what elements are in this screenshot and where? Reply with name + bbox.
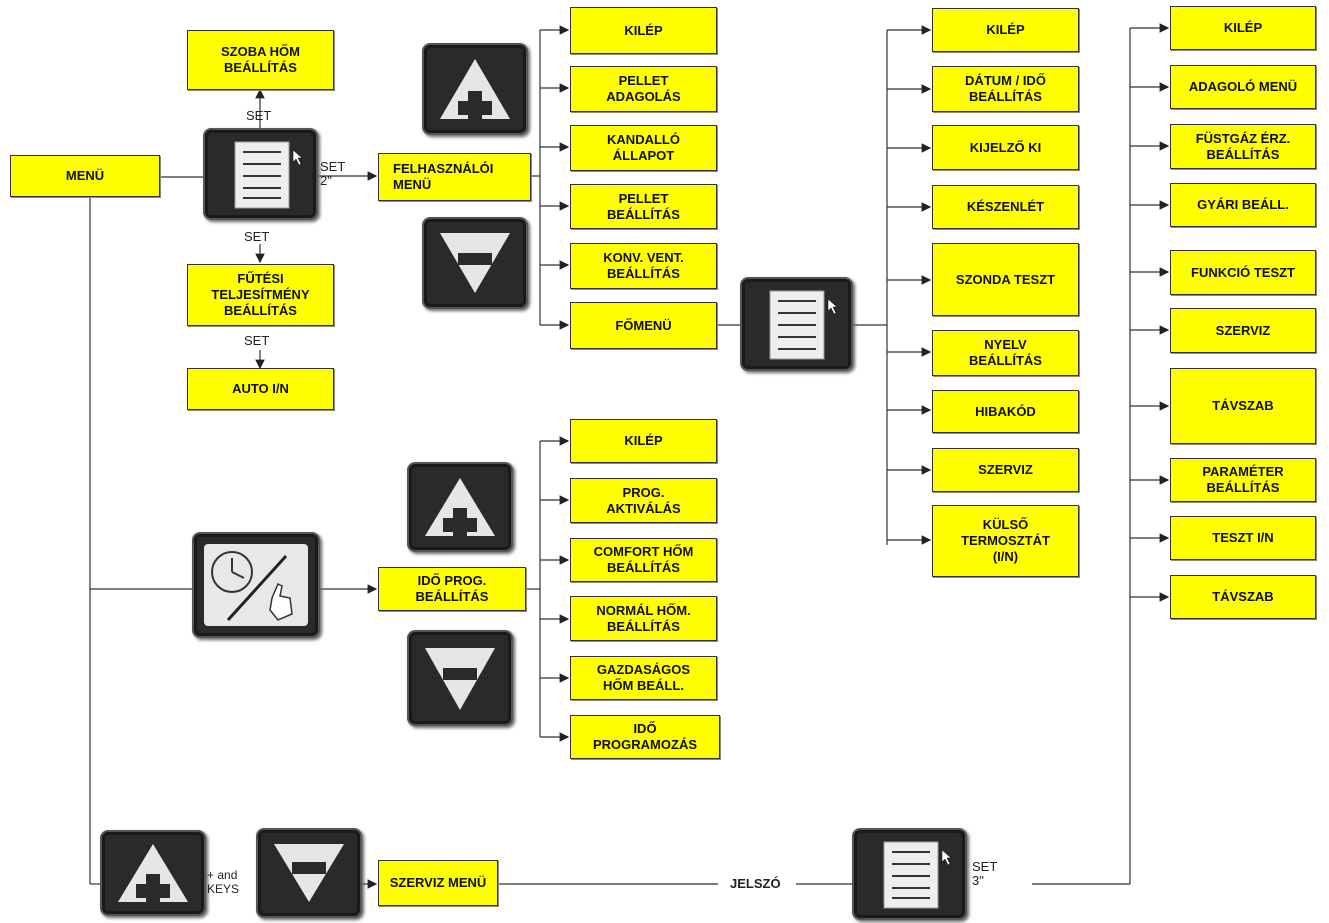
service-teszt-in: TESZT I/N (1170, 516, 1316, 560)
service-adagolo-menu: ADAGOLÓ MENÜ (1170, 65, 1316, 109)
menu-node: MENÜ (10, 155, 160, 197)
menu-display-icon (234, 141, 303, 209)
user-kilep: KILÉP (570, 7, 717, 54)
menu-key-panel[interactable] (203, 128, 318, 220)
jelszo-label: JELSZÓ (728, 876, 783, 891)
clock-hand-icon (204, 544, 308, 626)
service-tavszab-2: TÁVSZAB (1170, 575, 1316, 619)
felhasznaloi-menu-node: FELHASZNÁLÓI MENÜ (378, 153, 531, 201)
minus-key-panel-1[interactable] (422, 217, 528, 309)
ido-prog-node: IDŐ PROG. BEÁLLÍTÁS (378, 567, 526, 611)
set-label-down2: SET (244, 333, 270, 348)
main-szerviz: SZERVIZ (932, 448, 1079, 492)
menu-key-panel-3[interactable] (852, 828, 967, 920)
menu-display-icon-2 (769, 290, 838, 360)
minus-key-panel-2[interactable] (407, 630, 513, 726)
service-fustgaz: FÜSTGÁZ ÉRZ. BEÁLLÍTÁS (1170, 124, 1316, 169)
set-3s-label: SET 3" (972, 859, 998, 888)
time-prog-aktivalas: PROG. AKTIVÁLÁS (570, 478, 717, 523)
set-label-down: SET (244, 229, 270, 244)
main-datum-ido: DÁTUM / IDŐ BEÁLLÍTÁS (932, 66, 1079, 112)
plus-key-panel-2[interactable] (407, 462, 513, 552)
main-kulso-termosztat: KÜLSŐ TERMOSZTÁT (I/N) (932, 505, 1079, 577)
time-normal-hom: NORMÁL HŐM. BEÁLLÍTÁS (570, 596, 717, 641)
service-parameter: PARAMÉTER BEÁLLÍTÁS (1170, 458, 1316, 502)
minus-key-panel-3[interactable] (256, 828, 362, 918)
service-funkcio-teszt: FUNKCIÓ TESZT (1170, 250, 1316, 295)
set-label-up: SET (246, 108, 272, 123)
time-gazdasagos: GAZDASÁGOS HŐM BEÁLL. (570, 656, 717, 700)
user-kandallo-allapot: KANDALLÓ ÁLLAPOT (570, 125, 717, 171)
time-ido-programozas: IDŐ PROGRAMOZÁS (570, 715, 720, 759)
szerviz-menu-node: SZERVIZ MENÜ (378, 860, 498, 906)
keys-label: + and KEYS (207, 868, 240, 896)
clock-key-panel[interactable] (192, 532, 320, 638)
time-comfort-hom: COMFORT HŐM BEÁLLÍTÁS (570, 538, 717, 582)
main-nyelv: NYELV BEÁLLÍTÁS (932, 330, 1079, 376)
main-keszenlet: KÉSZENLÉT (932, 185, 1079, 229)
time-kilep: KILÉP (570, 419, 717, 463)
service-kilep: KILÉP (1170, 6, 1316, 50)
set-2s-label: SET 2" (320, 159, 346, 188)
user-pellet-adagolas: PELLET ADAGOLÁS (570, 66, 717, 112)
szoba-hom-node: SZOBA HŐM BEÁLLÍTÁS (187, 30, 334, 90)
service-tavszab-1: TÁVSZAB (1170, 368, 1316, 444)
main-hibakod: HIBAKÓD (932, 390, 1079, 433)
service-szerviz: SZERVIZ (1170, 308, 1316, 353)
user-konv-vent: KONV. VENT. BEÁLLÍTÁS (570, 243, 717, 289)
minus-key-icon-2 (425, 648, 495, 710)
main-kilep: KILÉP (932, 8, 1079, 52)
user-fomenu: FŐMENÜ (570, 302, 717, 349)
minus-key-icon (440, 233, 510, 293)
plus-key-panel-1[interactable] (422, 43, 528, 135)
minus-key-icon-3 (274, 844, 344, 902)
menu-display-icon-3 (883, 841, 952, 909)
auto-node: AUTO I/N (187, 368, 334, 410)
user-pellet-beallitas: PELLET BEÁLLÍTÁS (570, 184, 717, 229)
menu-key-panel-2[interactable] (740, 277, 853, 371)
plus-key-icon (440, 59, 510, 125)
plus-key-icon-2 (425, 478, 495, 542)
main-szonda-teszt: SZONDA TESZT (932, 243, 1079, 316)
plus-key-icon-3 (118, 844, 188, 908)
futesi-node: FŰTÉSI TELJESÍTMÉNY BEÁLLÍTÁS (187, 264, 334, 326)
main-kijelzo-ki: KIJELZŐ KI (932, 125, 1079, 170)
service-gyari-beall: GYÁRI BEÁLL. (1170, 183, 1316, 227)
plus-key-panel-3[interactable] (100, 830, 206, 916)
